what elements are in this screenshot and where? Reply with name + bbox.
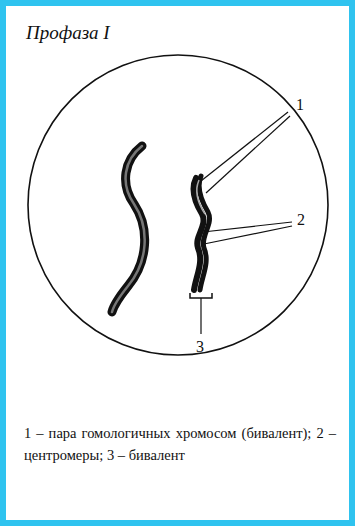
diagram-title: Профаза I [26, 22, 110, 44]
figure-caption: 1 – пара гомологичных хромосом (бивалент… [24, 422, 336, 466]
callout-number: 3 [196, 338, 204, 356]
callout-number: 2 [297, 211, 305, 229]
callout-number: 1 [296, 96, 304, 114]
page-ground [6, 6, 349, 520]
